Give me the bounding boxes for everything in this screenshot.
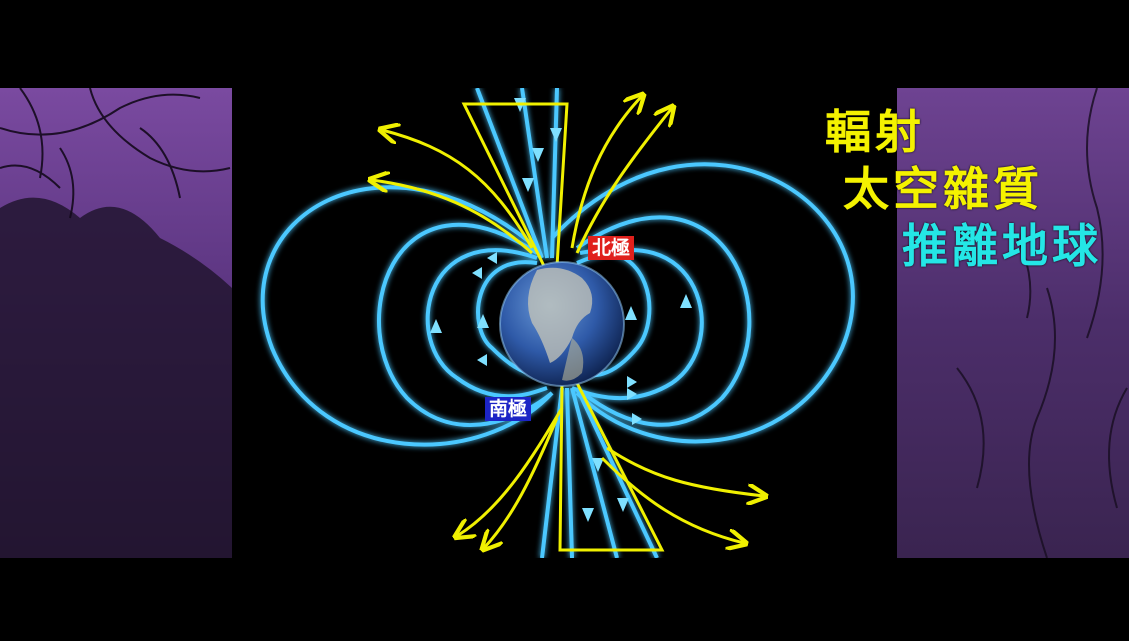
north-pole-tag: 北極 <box>588 236 635 260</box>
deflection-arrows <box>372 96 764 548</box>
south-pole-label: 南極 <box>485 397 532 421</box>
caption-radiation: 輻射 <box>825 105 925 159</box>
video-frame: 北極 <box>0 88 1129 558</box>
night-sky-right <box>897 88 1129 558</box>
letterbox-bottom <box>0 558 1129 641</box>
caption-push-away: 推離地球 <box>902 219 1102 273</box>
letterbox-top <box>0 0 1129 88</box>
night-sky-left <box>0 88 232 558</box>
earth-globe <box>499 261 625 387</box>
magnetic-field-diagram <box>232 88 897 558</box>
caption-space-debris: 太空雜質 <box>843 162 1043 216</box>
